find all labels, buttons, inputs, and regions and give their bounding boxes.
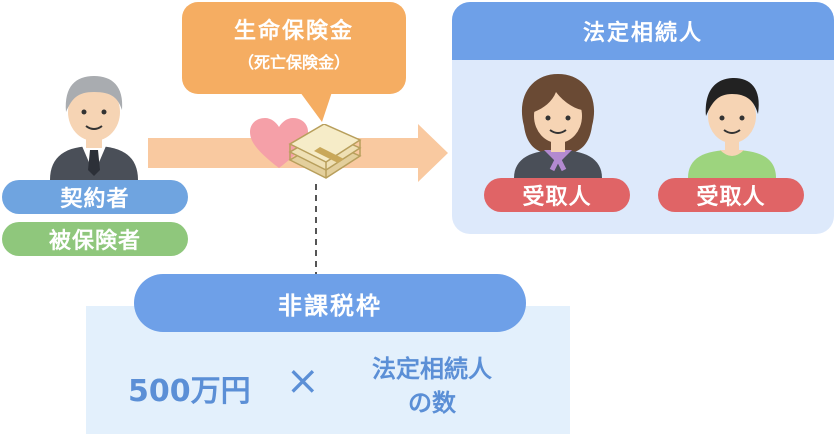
formula-amount: 500万円 xyxy=(128,374,251,409)
tax-exemption-title: 非課税枠 xyxy=(134,274,526,332)
policyholder-man-icon xyxy=(50,76,138,180)
recipient-badge-1: 受取人 xyxy=(484,178,630,212)
heir-man-icon xyxy=(688,78,776,178)
callout-pointer xyxy=(300,92,332,122)
legal-heirs-title: 法定相続人 xyxy=(452,2,834,60)
insured-role-label: 被保険者 xyxy=(48,229,141,254)
insured-role-badge: 被保険者 xyxy=(2,222,188,256)
heir-woman-icon xyxy=(514,74,602,178)
recipient-label-1: 受取人 xyxy=(522,185,592,210)
heart-icon xyxy=(250,118,308,168)
formula-multiplier: 法定相続人 の数 xyxy=(352,352,512,420)
formula-operator: × xyxy=(286,358,320,404)
policyholder-role-label: 契約者 xyxy=(60,187,130,212)
policyholder-role-badge: 契約者 xyxy=(2,180,188,214)
recipient-label-2: 受取人 xyxy=(696,185,766,210)
formula-multiplier-line1: 法定相続人 xyxy=(372,355,492,383)
recipient-badge-2: 受取人 xyxy=(658,178,804,212)
dashed-connector xyxy=(315,184,317,274)
money-bundle-icon xyxy=(288,124,362,179)
insurance-title: 生命保険金 xyxy=(233,19,354,44)
formula-multiplier-line2: の数 xyxy=(408,389,456,417)
insurance-subtitle: （死亡保険金） xyxy=(237,53,350,72)
insurance-callout: 生命保険金 （死亡保険金） xyxy=(182,2,406,94)
